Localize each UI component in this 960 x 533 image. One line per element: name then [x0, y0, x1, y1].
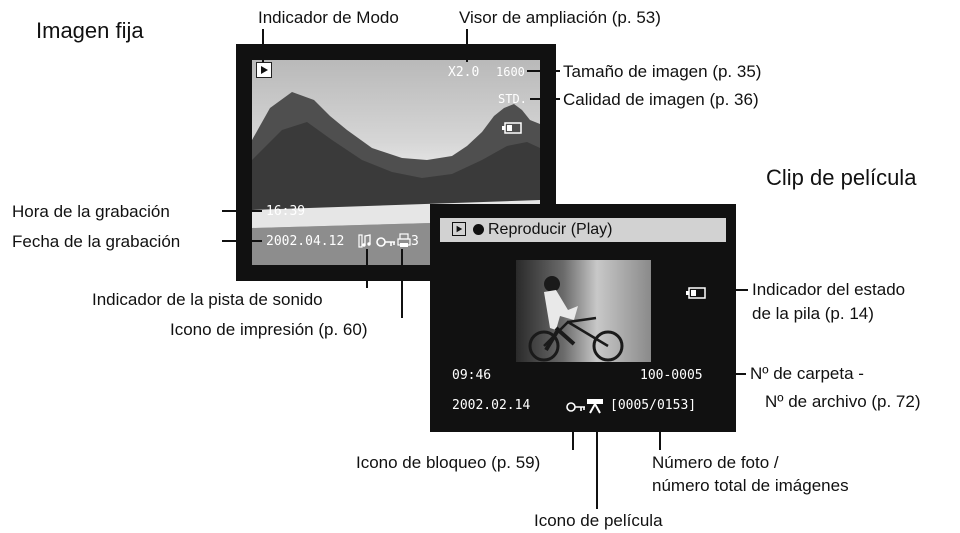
lock-icon: [376, 235, 396, 253]
frame-number-label-line1: Número de foto /: [652, 453, 779, 472]
image-size-label: Tamaño de imagen (p. 35): [563, 62, 762, 81]
battery-status-label-line1: Indicador del estado: [752, 280, 906, 299]
still-image-title: Imagen fija: [36, 18, 144, 43]
battery-icon: [502, 121, 522, 139]
battery-status-label-line2: de la pila (p. 14): [752, 304, 874, 323]
mode-indicator-label: Indicador de Modo: [258, 8, 399, 27]
movie-icon-label: Icono de película: [534, 511, 663, 530]
battery-icon: [686, 286, 706, 304]
image-quality-label: Calidad de imagen (p. 36): [563, 90, 759, 109]
play-mode-icon: [256, 62, 272, 78]
still-status-icons: [358, 233, 424, 249]
lock-icon: [566, 400, 586, 418]
audio-track-icon: [358, 234, 371, 248]
lock-icon-label: Icono de bloqueo (p. 59): [356, 453, 541, 472]
print-icon-label: Icono de impresión (p. 60): [170, 320, 368, 339]
record-dot-icon: [473, 224, 484, 235]
cyclist-photo: [528, 276, 624, 362]
still-zoom-readout: X2.0: [448, 65, 480, 80]
movie-time-readout: 09:46: [452, 368, 492, 383]
movie-file-readout: 100-0005: [640, 368, 703, 383]
still-date-readout: 2002.04.12: [266, 234, 345, 249]
movie-clip-title: Clip de película: [766, 165, 917, 190]
play-mode-icon: [452, 222, 466, 236]
frame-number-label-line2: número total de imágenes: [652, 476, 849, 495]
record-date-label: Fecha de la grabación: [12, 232, 181, 251]
record-time-label: Hora de la grabación: [12, 202, 170, 221]
movie-clip-screen: Reproducir (Play) 09:46 100-0005 2002.02…: [430, 204, 736, 432]
still-time-readout: 16:39: [266, 204, 306, 219]
still-quality-readout: STD.: [498, 92, 527, 106]
folder-file-label-line2: Nº de archivo (p. 72): [765, 392, 921, 411]
movie-thumbnail: [516, 260, 651, 362]
movie-frame-readout: [0005/0153]: [610, 398, 697, 413]
still-size-readout: 1600: [496, 65, 525, 79]
folder-file-label-line1: Nº de carpeta -: [750, 364, 864, 383]
magnification-label: Visor de ampliación (p. 53): [459, 8, 661, 27]
movie-camera-icon: [586, 398, 604, 419]
movie-header-bar: Reproducir (Play): [440, 218, 726, 242]
audio-track-label: Indicador de la pista de sonido: [92, 290, 323, 309]
print-icon: [397, 233, 411, 253]
print-count-readout: 3: [411, 234, 419, 249]
movie-header-title: Reproducir (Play): [488, 221, 613, 238]
movie-date-readout: 2002.02.14: [452, 398, 531, 413]
